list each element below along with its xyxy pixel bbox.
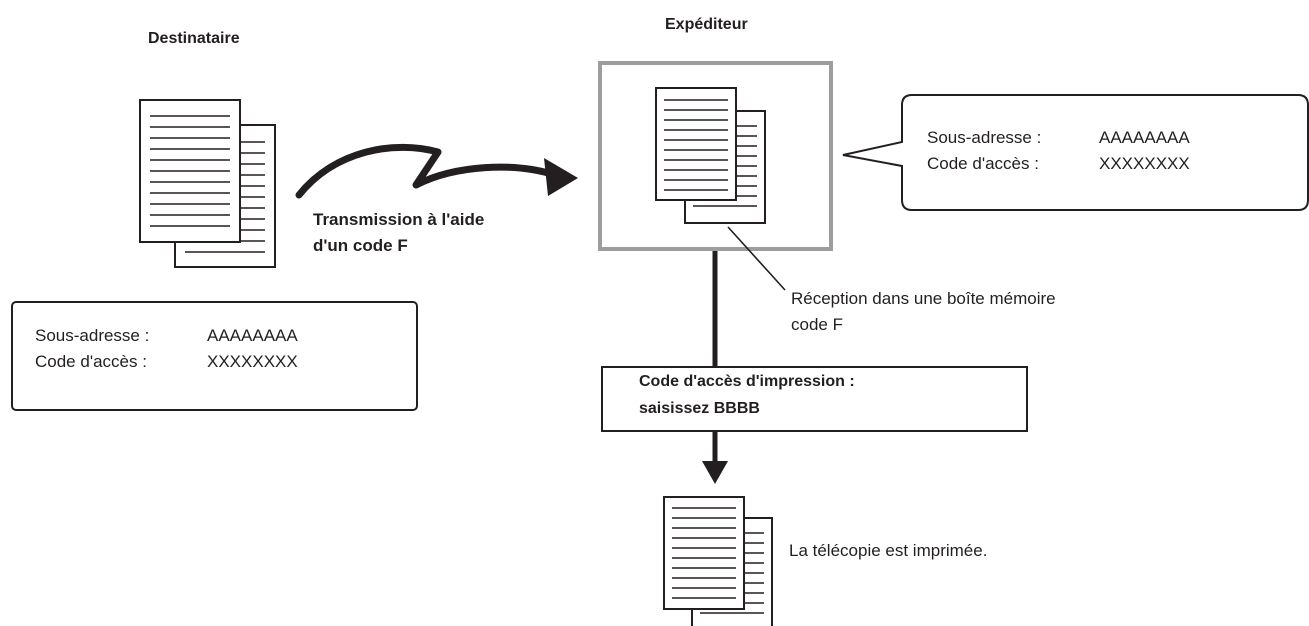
transmission-label-line-2: d'un code F xyxy=(313,236,408,255)
memory-box-label-line-2: code F xyxy=(791,315,843,334)
receiver-passcode-value: XXXXXXXX xyxy=(207,352,298,371)
sender-machine-frame xyxy=(598,61,833,251)
transmission-label-line-1: Transmission à l'aide xyxy=(313,210,485,229)
down-arrow-icon xyxy=(702,432,728,484)
sender-passcode-key: Code d'accès : xyxy=(927,154,1039,173)
sender-document-stack-icon xyxy=(655,87,766,224)
sender-info-content: Sous-adresse : AAAAAAAA Code d'accès : X… xyxy=(927,125,1190,177)
sender-passcode-value: XXXXXXXX xyxy=(1099,154,1190,173)
print-passcode-line-1: Code d'accès d'impression : xyxy=(639,373,855,390)
receiver-passcode-key: Code d'accès : xyxy=(35,352,147,371)
sender-info-bubble xyxy=(842,94,1309,211)
sender-label: Expéditeur xyxy=(665,16,748,33)
sender-passcode-row: Code d'accès : XXXXXXXX xyxy=(927,151,1190,177)
memory-box-label: Réception dans une boîte mémoire code F xyxy=(791,286,1056,338)
receiver-info-box xyxy=(11,301,418,411)
printed-document-stack-icon xyxy=(663,496,773,626)
receiver-document-stack-icon xyxy=(139,99,276,268)
curved-arrow-icon xyxy=(295,143,578,199)
memory-box-leader-line xyxy=(727,226,786,291)
receiver-passcode-row: Code d'accès : XXXXXXXX xyxy=(35,349,298,375)
receiver-label: Destinataire xyxy=(148,30,240,47)
receiver-info-content: Sous-adresse : AAAAAAAA Code d'accès : X… xyxy=(35,323,298,375)
transmission-label: Transmission à l'aide d'un code F xyxy=(313,207,484,259)
receiver-subaddress-row: Sous-adresse : AAAAAAAA xyxy=(35,323,298,349)
receiver-subaddress-key: Sous-adresse : xyxy=(35,326,150,345)
sender-subaddress-value: AAAAAAAA xyxy=(1099,128,1190,147)
print-passcode-box: Code d'accès d'impression : saisissez BB… xyxy=(601,366,1028,432)
memory-box-label-line-1: Réception dans une boîte mémoire xyxy=(791,289,1056,308)
sender-subaddress-row: Sous-adresse : AAAAAAAA xyxy=(927,125,1190,151)
receiver-subaddress-value: AAAAAAAA xyxy=(207,326,298,345)
print-passcode-line-2: saisissez BBBB xyxy=(639,400,760,417)
printed-label: La télécopie est imprimée. xyxy=(789,541,988,560)
sender-subaddress-key: Sous-adresse : xyxy=(927,128,1042,147)
